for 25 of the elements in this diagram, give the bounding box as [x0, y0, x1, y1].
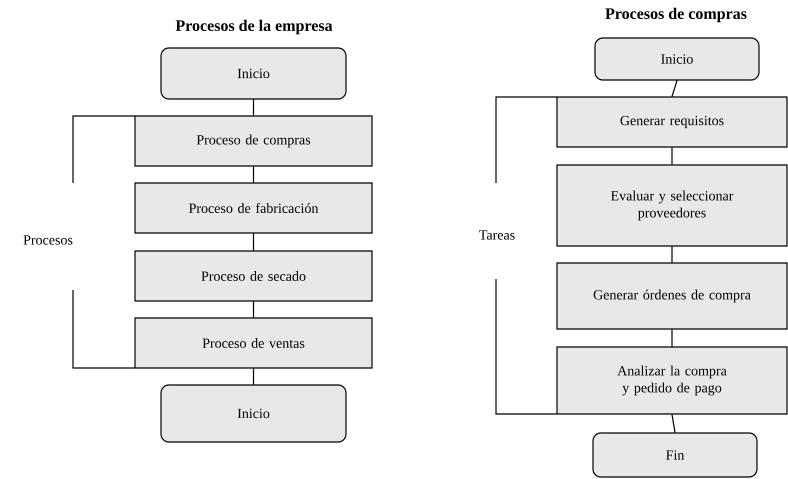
- process-box: Proceso de fabricación: [134, 182, 373, 234]
- process-box: Analizar la compra y pedido de pago: [556, 346, 788, 415]
- connector-line: [252, 302, 254, 318]
- connector-line: [671, 414, 676, 432]
- process-box: Proceso de compras: [134, 115, 373, 167]
- connector-line: [252, 234, 254, 250]
- bracket-label: Tareas: [479, 230, 515, 240]
- heading: Procesos de compras: [605, 8, 747, 22]
- connector-line: [671, 80, 678, 97]
- connector-line: [671, 148, 673, 164]
- process-box: Proceso de ventas: [134, 317, 373, 369]
- process-box: Proceso de secado: [134, 250, 373, 302]
- terminal-box: Fin: [592, 432, 758, 478]
- connector-line: [671, 246, 673, 262]
- process-box: Evaluar y seleccionar proveedores: [556, 164, 788, 247]
- bracket-label: Procesos: [24, 235, 72, 245]
- terminal-box: Inicio: [160, 47, 347, 100]
- connector-line: [252, 368, 254, 384]
- process-box: Generar requisitos: [556, 96, 788, 148]
- connector-line: [671, 330, 673, 346]
- process-box: Generar órdenes de compra: [556, 262, 788, 330]
- connector-line: [252, 166, 254, 182]
- terminal-box: Inicio: [160, 384, 347, 443]
- connector-line: [252, 100, 254, 116]
- terminal-box: Inicio: [594, 37, 760, 81]
